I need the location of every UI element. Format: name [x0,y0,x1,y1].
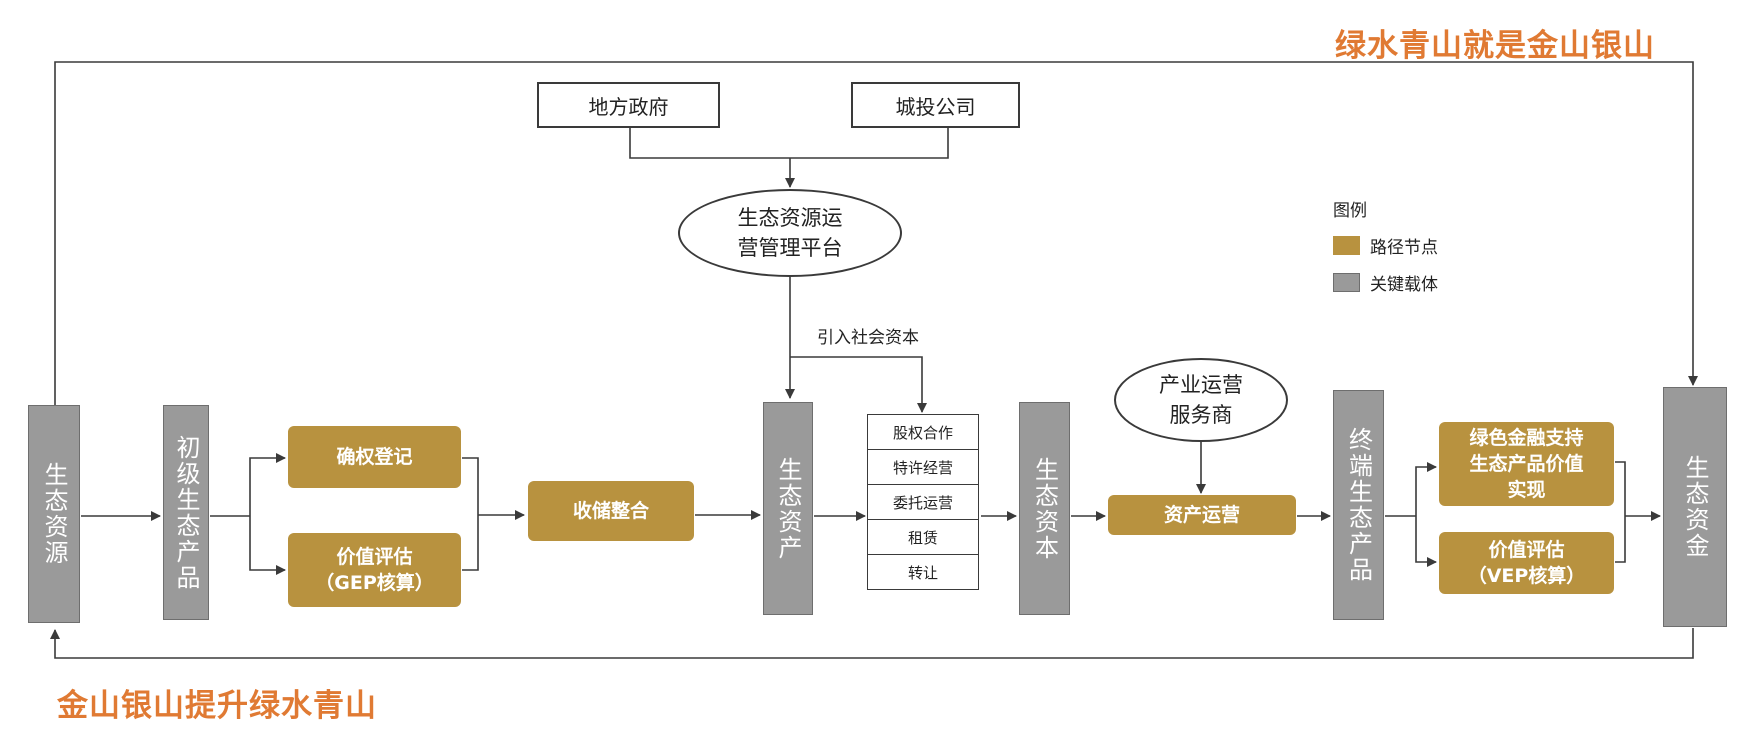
node-eco-asset-label: 生态资产 [774,456,802,561]
node-asset-operation-label: 资产运营 [1163,504,1240,526]
mode-franchise: 特许经营 [867,450,979,485]
label-social-capital: 引入社会资本 [817,328,919,348]
mode-lease: 租赁 [867,520,979,555]
node-primary-eco-product: 初级生态产品 [163,405,209,620]
node-collect-integrate-label: 收储整合 [572,500,649,522]
node-ops-platform-line2: 营管理平台 [737,236,843,260]
node-eco-resource: 生态资源 [28,405,80,623]
node-green-finance-line3: 实现 [1507,479,1546,501]
node-local-government: 地方政府 [537,82,720,128]
node-ops-platform-line1: 生态资源运 [737,206,843,230]
legend-item-path-node: 路径节点 [1333,233,1438,258]
node-industry-operator: 产业运营 服务商 [1114,358,1288,442]
node-rights-registration: 确权登记 [288,426,461,488]
node-chengtou-company-label: 城投公司 [895,94,976,119]
legend-item-path-node-label: 路径节点 [1370,238,1438,258]
node-ops-platform: 生态资源运 营管理平台 [678,189,902,277]
node-green-finance: 绿色金融支持 生态产品价值 实现 [1439,422,1614,506]
node-rights-registration-label: 确权登记 [336,446,413,468]
node-terminal-eco-product: 终端生态产品 [1333,390,1384,620]
node-green-finance-line1: 绿色金融支持 [1469,427,1584,449]
node-eco-capital: 生态资本 [1019,402,1070,615]
node-value-assessment-gep-line2: （GEP核算） [315,572,434,594]
legend: 图例 路径节点 关键载体 [1333,196,1438,295]
node-value-assessment-vep: 价值评估 （VEP核算） [1439,532,1614,594]
node-value-assessment-gep: 价值评估 （GEP核算） [288,533,461,607]
mode-entrusted-operation: 委托运营 [867,485,979,520]
node-local-government-label: 地方政府 [588,94,669,119]
legend-item-key-carrier-label: 关键载体 [1370,275,1438,295]
node-eco-asset: 生态资产 [763,402,813,615]
node-chengtou-company: 城投公司 [851,82,1020,128]
cooperation-modes-list: 股权合作 特许经营 委托运营 租赁 转让 [867,414,979,590]
node-eco-funds-label: 生态资金 [1681,455,1709,559]
legend-title: 图例 [1333,201,1367,221]
node-collect-integrate: 收储整合 [528,481,694,541]
mode-equity-cooperation: 股权合作 [867,414,979,450]
node-green-finance-line2: 生态产品价值 [1469,453,1584,475]
node-asset-operation: 资产运营 [1108,495,1296,535]
node-eco-funds: 生态资金 [1663,387,1727,627]
legend-swatch-gray [1333,273,1360,292]
node-value-assessment-gep-line1: 价值评估 [336,546,413,568]
legend-swatch-gold [1333,236,1360,255]
mode-transfer: 转让 [867,555,979,590]
node-industry-operator-line1: 产业运营 [1159,373,1243,397]
node-industry-operator-line2: 服务商 [1169,403,1233,427]
slogan-top: 绿水青山就是金山银山 [1335,28,1655,64]
node-primary-eco-product-label: 初级生态产品 [172,434,200,591]
legend-item-key-carrier: 关键载体 [1333,270,1438,295]
node-value-assessment-vep-line2: （VEP核算） [1467,565,1586,587]
node-terminal-eco-product-label: 终端生态产品 [1344,427,1373,583]
node-eco-capital-label: 生态资本 [1030,456,1059,561]
node-eco-resource-label: 生态资源 [40,462,68,566]
slogan-bottom: 金山银山提升绿水青山 [57,688,377,724]
node-value-assessment-vep-line1: 价值评估 [1488,539,1565,561]
